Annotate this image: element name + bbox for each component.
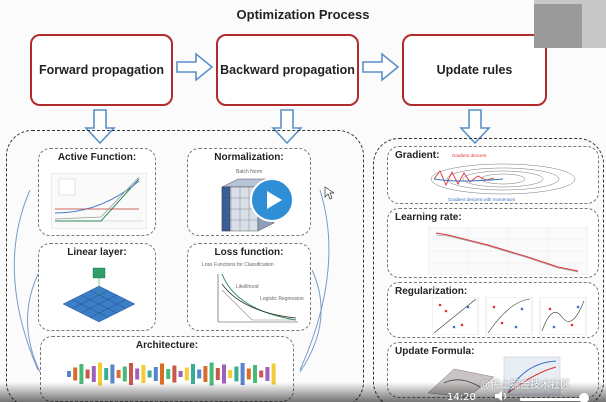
learning-rate-plot: [428, 227, 588, 275]
architecture-block: [271, 363, 276, 385]
loss-function-label: Loss function:: [214, 247, 284, 258]
linear-layer-panel: Linear layer:: [38, 243, 156, 331]
architecture-block: [73, 367, 78, 381]
architecture-block: [240, 363, 245, 385]
architecture-block: [209, 362, 214, 386]
active-function-label: Active Function:: [57, 152, 137, 163]
down-arrow-icon: [459, 109, 491, 145]
loss-plot: [217, 273, 298, 323]
webcam-image: [534, 4, 582, 48]
gradient-contour: [430, 163, 576, 195]
architecture-block: [172, 365, 177, 383]
gradient-descent-caption: Gradient descent: [452, 153, 487, 158]
momentum-caption: Gradient descent with momentum: [448, 197, 516, 202]
update-rules-box: Update rules: [402, 34, 547, 106]
architecture-block: [166, 369, 171, 379]
active-function-panel: Active Function:: [38, 148, 156, 236]
architecture-block: [160, 363, 164, 385]
architecture-block: [110, 364, 115, 384]
regularization-panel: Regularization:: [387, 282, 599, 338]
batch-norm-caption: Batch Norm: [236, 169, 263, 175]
architecture-block: [91, 366, 96, 382]
architecture-block: [197, 369, 202, 379]
gradient-panel: Gradient: Gradient descent Gradient desc…: [387, 146, 599, 204]
architecture-block: [191, 364, 195, 384]
update-formula-label: Update Formula:: [395, 346, 475, 357]
volume-icon[interactable]: [494, 390, 510, 402]
architecture-block: [178, 371, 183, 377]
likelihood-label: Likelihood: [236, 284, 259, 290]
player-controls-bar: [0, 382, 606, 402]
architecture-block: [116, 370, 121, 378]
slide-title: Optimization Process: [236, 7, 370, 22]
architecture-block: [153, 367, 158, 381]
flow-arrows: [84, 52, 491, 145]
architecture-block: [203, 366, 208, 382]
architecture-block: [265, 367, 270, 381]
forward-components-group: [6, 130, 364, 402]
architecture-block: [253, 365, 257, 383]
regularization-plots: [432, 297, 587, 335]
regularization-label: Regularization:: [395, 286, 468, 297]
backward-propagation-box: Backward propagation: [216, 34, 359, 106]
learning-rate-panel: Learning rate:: [387, 208, 599, 278]
architecture-block: [141, 365, 146, 383]
architecture-block: [147, 370, 152, 378]
forward-propagation-box: Forward propagation: [30, 34, 173, 106]
architecture-block: [222, 364, 226, 384]
mouse-cursor-icon: [324, 186, 334, 200]
architecture-block: [234, 366, 239, 382]
architecture-block: [67, 371, 71, 377]
update-rules-label: Update rules: [436, 63, 513, 77]
architecture-block: [129, 363, 133, 385]
webcam-overlay: [534, 0, 606, 48]
connector-curves: [13, 189, 330, 373]
volume-slider[interactable]: [520, 398, 586, 401]
logistic-label: Logistic Regression: [260, 296, 304, 302]
normalization-label: Normalization:: [214, 152, 284, 163]
play-icon: [267, 191, 282, 209]
watermark-text: @稀土掘金技术社区: [480, 380, 571, 391]
architecture-block: [246, 368, 251, 380]
architecture-block: [184, 367, 189, 381]
architecture-block: [259, 370, 264, 378]
down-arrow-icon: [271, 109, 303, 145]
architecture-block: [228, 370, 233, 378]
right-arrow-icon: [176, 52, 214, 82]
architecture-diagram: [67, 362, 276, 386]
play-button[interactable]: [250, 178, 294, 222]
linear-layer-label: Linear layer:: [67, 247, 127, 258]
down-arrow-icon: [84, 109, 116, 145]
volume-slider-fill: [520, 398, 585, 401]
architecture-block: [98, 362, 102, 386]
volume-slider-knob[interactable]: [579, 393, 590, 402]
learning-rate-label: Learning rate:: [395, 212, 462, 223]
loss-caption: Loss Functions for Classification: [202, 262, 274, 268]
architecture-label: Architecture:: [135, 340, 199, 351]
linear-layer-diagram: [62, 267, 136, 323]
activation-plot: [51, 173, 147, 229]
update-components-group: [373, 138, 604, 402]
architecture-block: [104, 368, 109, 380]
right-arrow-icon: [362, 52, 400, 82]
architecture-block: [135, 368, 140, 380]
architecture-block: [215, 368, 220, 380]
backward-propagation-label: Backward propagation: [220, 63, 355, 77]
loss-function-panel: Loss function: Loss Functions for Classi…: [187, 243, 311, 331]
time-display: 14:20: [447, 392, 476, 402]
forward-propagation-label: Forward propagation: [39, 63, 164, 77]
architecture-block: [85, 369, 90, 379]
architecture-block: [79, 364, 84, 384]
architecture-block: [122, 366, 127, 382]
gradient-label: Gradient:: [395, 150, 440, 161]
